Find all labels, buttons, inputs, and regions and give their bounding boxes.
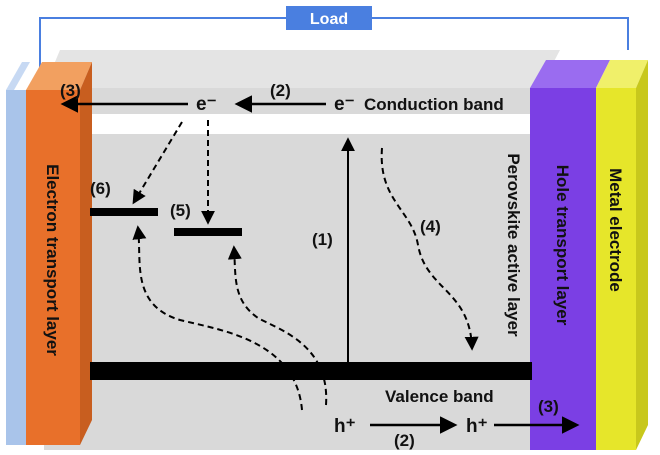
step3-left-label: (3)	[60, 81, 81, 100]
perovskite-top-face	[44, 50, 560, 88]
hole-transport-top	[530, 60, 610, 88]
valence-band-label: Valence band	[385, 387, 494, 406]
step3-right-label: (3)	[538, 397, 559, 416]
arrow-trap-6	[132, 121, 183, 205]
trap-state-5	[174, 228, 242, 236]
conduction-band-label: Conduction band	[364, 95, 504, 114]
step2-bottom-label: (2)	[394, 431, 415, 450]
electron-transport-layer	[26, 90, 80, 445]
valence-band-bar	[90, 362, 532, 380]
electron-transport-top	[26, 62, 92, 90]
hole-left: h⁺	[334, 416, 356, 437]
arrow-step4-recombination	[380, 147, 479, 351]
load-label: Load	[310, 11, 348, 28]
electron-transport-back-face	[6, 90, 26, 445]
step1-label: (1)	[312, 230, 333, 249]
arrow-hole-trap-6	[132, 225, 303, 411]
trap-state-6	[90, 208, 158, 216]
step2-top-label: (2)	[270, 81, 291, 100]
load-box	[286, 6, 372, 30]
step4-label: (4)	[420, 217, 441, 236]
metal-electrode-side	[636, 60, 648, 450]
metal-electrode-top	[596, 60, 648, 88]
hole-transport-layer	[530, 88, 596, 450]
electron-right: e⁻	[334, 94, 355, 115]
external-circuit-wire	[39, 17, 629, 88]
step5-label: (5)	[170, 201, 191, 220]
metal-electrode	[596, 88, 636, 450]
band-gap-region	[88, 114, 532, 134]
electron-transport-side	[80, 62, 92, 445]
perovskite-active-layer	[44, 88, 540, 450]
hole-transport-label: Hole transport layer	[553, 165, 572, 326]
electron-transport-back	[6, 62, 30, 90]
metal-electrode-label: Metal electrode	[606, 168, 625, 292]
hole-right: h⁺	[466, 416, 488, 437]
electron-transport-label: Electron transport layer	[43, 164, 62, 356]
step6-label: (6)	[90, 179, 111, 198]
perovskite-label: Perovskite active layer	[504, 153, 523, 337]
arrow-hole-trap-5	[227, 245, 328, 406]
electron-left: e⁻	[196, 94, 217, 115]
